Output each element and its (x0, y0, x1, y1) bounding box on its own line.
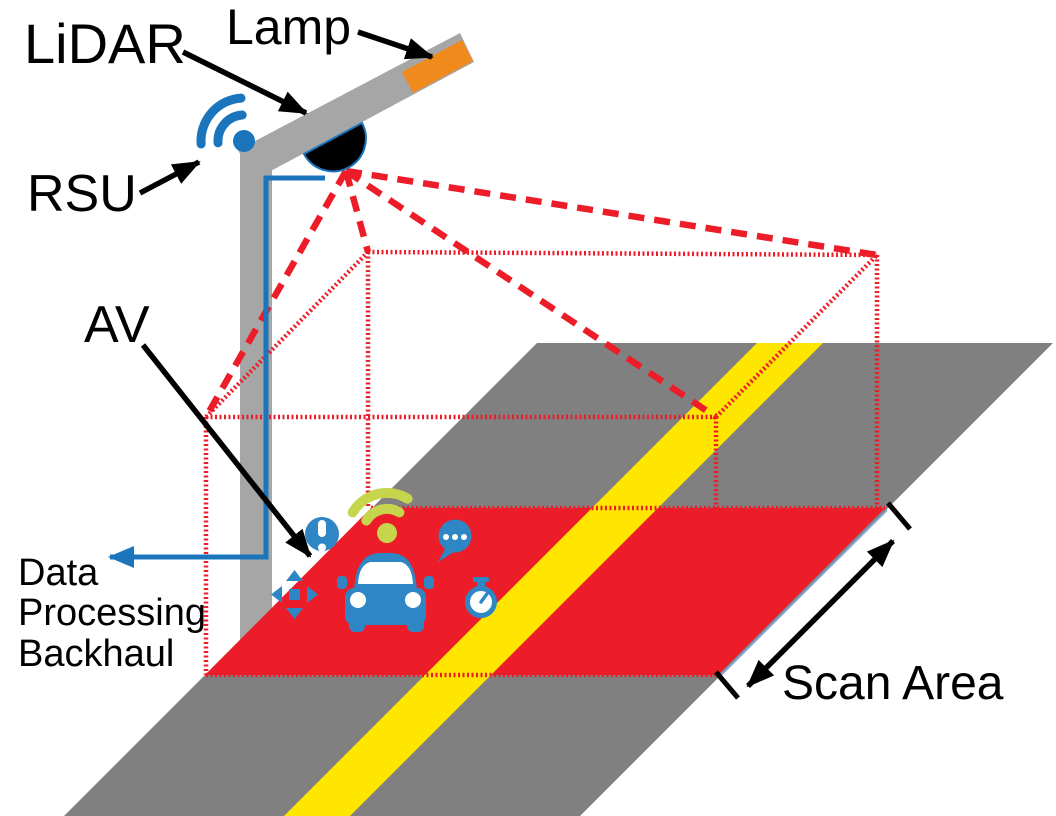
lidar-ray-back-left (342, 170, 372, 253)
scan-volume-edges (203, 249, 885, 678)
backhaul-label-line2: Processing (18, 592, 206, 634)
car-icon (337, 553, 434, 632)
rsu-label: RSU (27, 165, 137, 223)
chat-bubble-icon (438, 519, 472, 562)
av-icon-cluster (271, 487, 497, 632)
lidar-label-arrow (181, 49, 308, 116)
scan-volume-top-left-edge (204, 250, 370, 419)
mast-arm-assembly (238, 33, 474, 180)
backhaul-label-line1: Data (18, 552, 99, 594)
scan-volume-top-right-edge (714, 253, 879, 419)
dimension-tick-lower (714, 670, 740, 700)
double-headed-arrow-icon (746, 539, 895, 688)
stopwatch-icon (465, 577, 497, 618)
lidar-ray-front-right (344, 168, 718, 420)
lidar-beams (203, 167, 878, 420)
scan-area-dimension (714, 501, 912, 700)
lamp-label-arrow (357, 29, 434, 60)
backhaul-label: Data Processing Backhaul (18, 552, 206, 675)
labels: LiDAR Lamp RSU AV Scan Area Data Process… (18, 0, 1004, 710)
lane-marking (284, 343, 823, 816)
wifi-icon (347, 487, 413, 543)
backhaul-cable (108, 175, 325, 568)
lamp-bar-icon (402, 40, 473, 93)
move-arrows-icon (271, 570, 318, 619)
scan-area-label: Scan Area (782, 657, 1004, 710)
exclamation-icon (305, 517, 339, 552)
rsu-wifi-icon (196, 93, 255, 152)
lamp-label: Lamp (226, 0, 351, 55)
lidar-label: LiDAR (24, 12, 186, 75)
rsu-label-arrow (138, 159, 201, 196)
backhaul-label-line3: Backhaul (18, 633, 174, 675)
av-label-arrow (140, 343, 313, 558)
dimension-tick-upper (886, 501, 912, 531)
road (64, 343, 1053, 816)
lidar-ray-front-left (203, 169, 349, 419)
scan-volume-top-back-edge (367, 249, 878, 258)
annotation-arrows (138, 29, 434, 558)
lidar-sensor-dome-icon (302, 121, 367, 173)
av-label: AV (84, 296, 150, 354)
lidar-ray-back-right (345, 167, 878, 259)
